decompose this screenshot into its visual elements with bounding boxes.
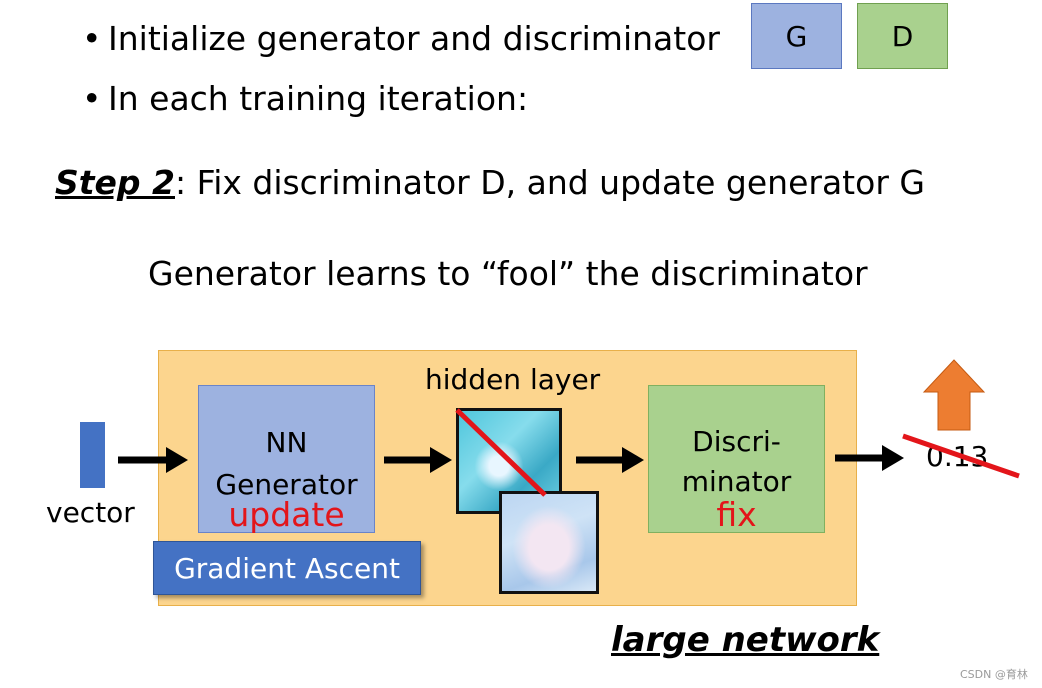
generated-image-improved <box>499 491 599 594</box>
arrow-hidden-to-discriminator-icon <box>576 447 644 473</box>
image-strike-icon <box>455 408 547 497</box>
step-text: : Fix discriminator D, and update genera… <box>175 163 925 202</box>
generator-label-line2: Generator <box>215 468 358 501</box>
discriminator-label-line2: minator <box>681 465 792 498</box>
arrow-vector-to-generator-icon <box>118 447 188 473</box>
discriminator-fix-label: fix <box>716 495 757 534</box>
bullet-iteration-text: In each training iteration: <box>108 79 529 118</box>
generator-update-label: update <box>228 495 345 534</box>
vector-label: vector <box>46 496 135 529</box>
bullet-dot: • <box>82 19 102 58</box>
discriminator-chip: D <box>857 3 948 69</box>
arrow-generator-to-hidden-icon <box>384 447 452 473</box>
generator-label: NN Generator <box>198 422 375 506</box>
subtitle: Generator learns to “fool” the discrimin… <box>148 254 868 293</box>
generator-box <box>198 385 375 533</box>
bullet-dot: • <box>82 79 102 118</box>
bullet-initialize-text: Initialize generator and discriminator <box>108 19 720 58</box>
generator-label-line1: NN <box>265 426 308 459</box>
generator-chip: G <box>751 3 842 69</box>
hidden-layer-label: hidden layer <box>425 363 601 396</box>
discriminator-label-line1: Discri- <box>692 425 781 458</box>
gradient-ascent-button: Gradient Ascent <box>153 541 421 595</box>
bullet-initialize: •Initialize generator and discriminator <box>82 19 720 59</box>
score-strike-icon <box>902 433 1020 479</box>
watermark: CSDN @育林 <box>960 668 1028 681</box>
up-arrow-icon <box>922 359 986 431</box>
vector-bar <box>80 422 105 488</box>
large-network-label: large network <box>611 620 880 660</box>
discriminator-box <box>648 385 825 533</box>
step-label: Step 2 <box>55 163 175 202</box>
step-heading: Step 2: Fix discriminator D, and update … <box>55 163 925 203</box>
discriminator-label: Discri- minator <box>648 422 825 502</box>
arrow-discriminator-to-score-icon <box>835 445 904 471</box>
bullet-iteration: •In each training iteration: <box>82 79 528 119</box>
